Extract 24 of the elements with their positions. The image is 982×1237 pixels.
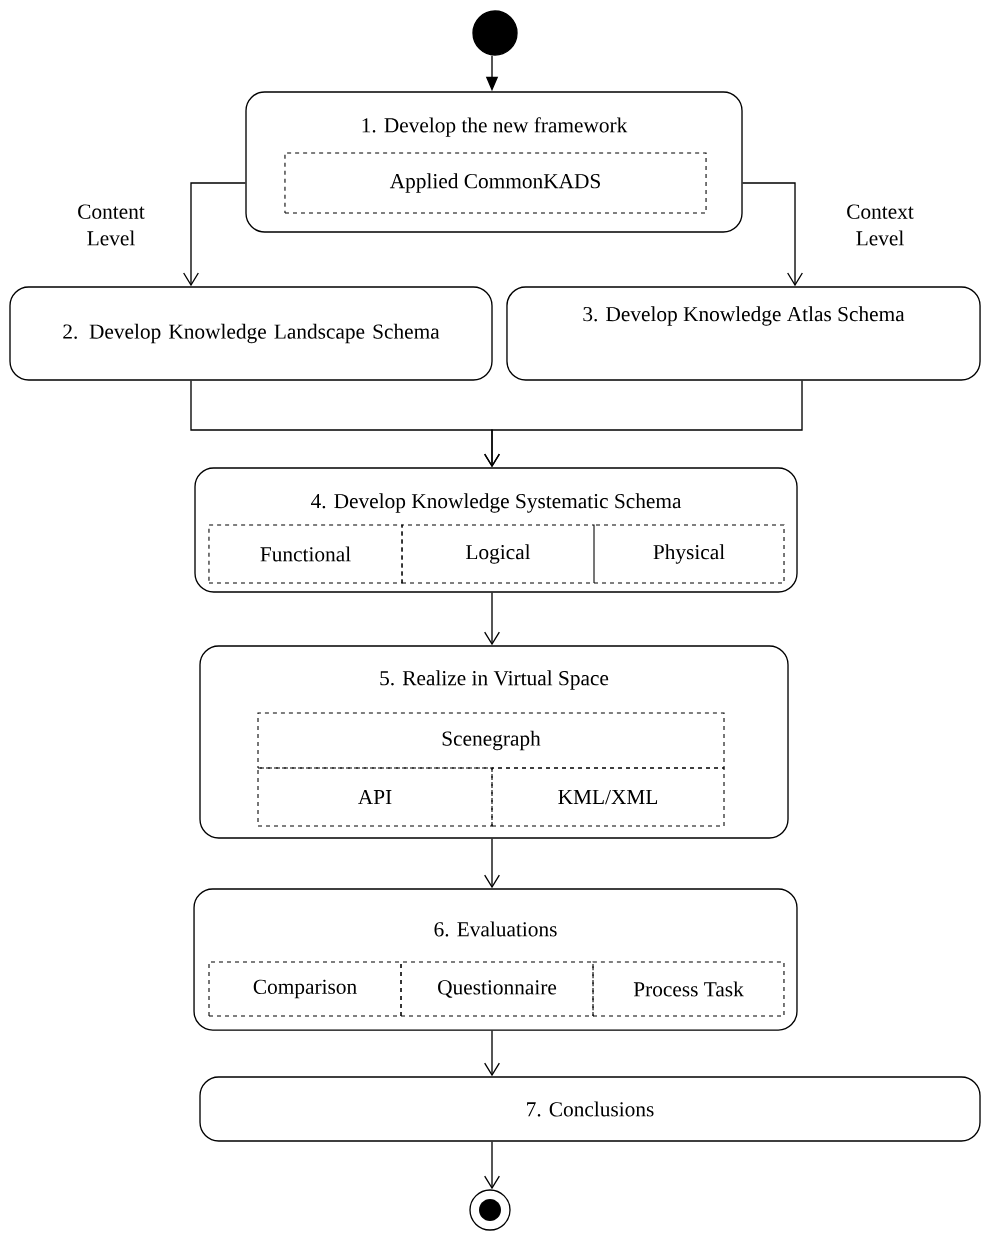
section-box: Process Task — [592, 961, 785, 1017]
edge-label: Context Level — [847, 204, 914, 246]
edge-label: Content Level — [78, 204, 145, 246]
section-box: Physical — [593, 524, 785, 584]
activity-box: 7. Conclusions — [199, 1076, 981, 1142]
activity-box: 2. Develop Knowledge Landscape Schema — [9, 286, 493, 381]
arrow — [484, 1141, 500, 1190]
section-box: API — [257, 767, 493, 827]
activity-box: 3. Develop Knowledge Atlas Schema — [506, 286, 981, 381]
arrow — [183, 182, 246, 287]
end-node — [469, 1189, 511, 1231]
section-box: KML/XML — [491, 767, 725, 827]
section-box: Comparison — [208, 961, 402, 1017]
start-node — [472, 10, 518, 56]
section-box: Logical — [401, 524, 595, 584]
section-box: Functional — [208, 524, 403, 584]
arrow — [742, 182, 803, 287]
section-box: Scenegraph — [257, 712, 725, 769]
arrow — [484, 1030, 500, 1077]
arrow — [484, 592, 500, 646]
section-box: Applied CommonKADS — [284, 152, 707, 214]
arrow — [484, 838, 500, 889]
section-box: Questionnaire — [400, 961, 594, 1017]
arrow — [484, 380, 803, 468]
